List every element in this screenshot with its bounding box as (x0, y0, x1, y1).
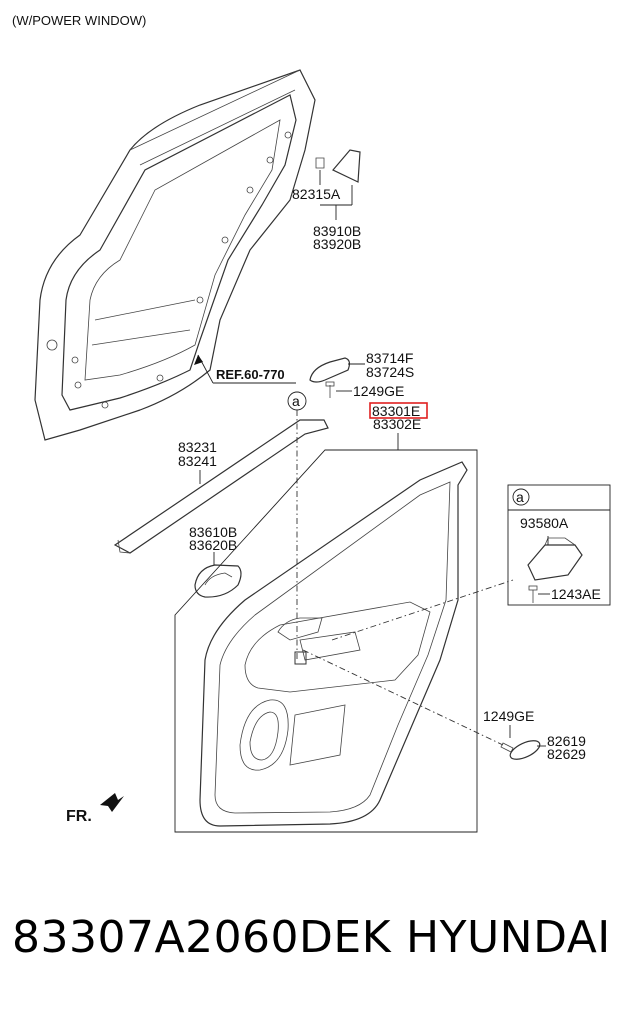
label-1249GE-bottom: 1249GE (483, 708, 534, 724)
label-83241: 83241 (178, 453, 217, 469)
label-83610B: 83610B (189, 524, 237, 540)
inside-handle-part: 83610B 83620B (189, 524, 242, 598)
label-83714F: 83714F (366, 350, 413, 366)
highlight-box (369, 402, 428, 419)
label-1249GE-top: 1249GE (353, 383, 404, 399)
label-93580A: 93580A (520, 515, 569, 531)
ref-callout: REF.60-770 (194, 354, 296, 384)
door-frame-illustration (34, 69, 316, 441)
label-82629: 82629 (547, 746, 586, 762)
label-83920B: 83920B (313, 236, 361, 252)
callout-a-top: a (287, 391, 307, 662)
ref-label: REF.60-770 (216, 367, 285, 382)
dashed-leaders (294, 579, 514, 746)
main-panel-label: 83301E 83302E (369, 402, 428, 450)
label-82315A: 82315A (292, 186, 341, 202)
label-83302E: 83302E (373, 416, 421, 432)
front-label: FR. (66, 808, 92, 825)
delta-trim-part: 82315A 83910B 83920B (292, 149, 361, 252)
weatherstrip-part: 83231 83241 (113, 419, 329, 554)
label-83620B: 83620B (189, 537, 237, 553)
footer-brand: HYUNDAI (406, 912, 611, 963)
front-indicator: FR. (66, 793, 124, 825)
door-trim-panel (174, 449, 478, 833)
label-82619: 82619 (547, 733, 586, 749)
label-83910B: 83910B (313, 223, 361, 239)
screw-cap-part: 1249GE 82619 82629 (483, 708, 586, 762)
label-83724S: 83724S (366, 364, 414, 380)
header-note: (W/POWER WINDOW) (12, 13, 146, 28)
front-arrow-icon (100, 793, 124, 812)
label-83231: 83231 (178, 439, 217, 455)
label-1243AE: 1243AE (551, 586, 601, 602)
footer-part-number: 83307A2060DEK (12, 912, 392, 963)
callout-letter-box: a (516, 489, 524, 505)
garnish-insert-part: 83714F 83724S 1249GE (309, 350, 414, 399)
label-83301E: 83301E (372, 403, 420, 419)
detail-box-a: a 93580A 1243AE (507, 484, 611, 606)
callout-letter-top: a (292, 393, 300, 409)
